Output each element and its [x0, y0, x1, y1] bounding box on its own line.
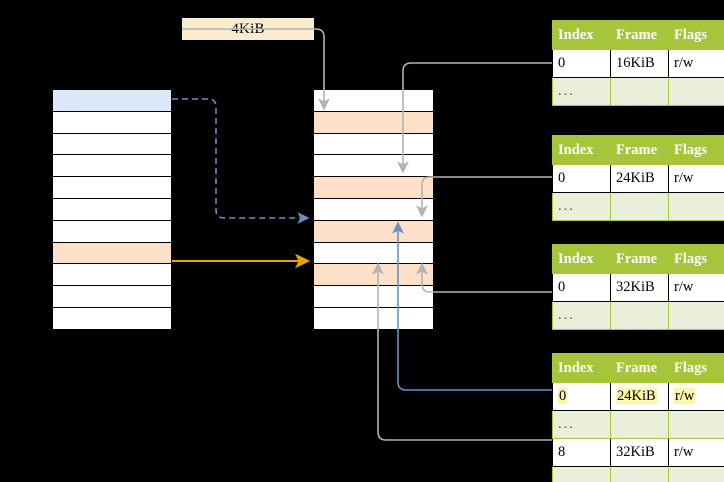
virtual-address-space-row: [52, 110, 172, 134]
virtual-address-space-row: [52, 154, 172, 178]
virtual-address-space-row: [52, 285, 172, 308]
physical-memory-row: [313, 132, 434, 156]
wire-table2-to-frame: [416, 176, 552, 218]
physical-memory-row: [313, 307, 434, 330]
virtual-address-space-row: [52, 132, 172, 156]
page-table-4-entry-row: 0 24KiB r/w: [552, 382, 724, 411]
page-table-4-cell: [610, 466, 669, 482]
page-table-4-cell: 32KiB: [610, 438, 669, 467]
physical-memory-row: [313, 219, 434, 243]
page-table-4-cell: [668, 410, 724, 439]
wire-page-to-frame-dashed: [172, 98, 310, 224]
physical-memory-row: [313, 89, 434, 112]
virtual-address-space-column: [52, 89, 172, 330]
page-table-1-cell: [668, 77, 724, 106]
page-table-1-cell: 0: [552, 49, 611, 78]
page-table-3-header-frame: Frame: [610, 244, 669, 274]
page-size-label: 4KiB: [182, 18, 314, 40]
physical-memory-row: [313, 198, 434, 221]
page-table-3-ellipsis-row: ...: [552, 301, 724, 330]
page-table-4-cell: 24KiB: [610, 382, 669, 411]
page-table-1-ellipsis-row: ...: [552, 77, 724, 106]
page-table-2-cell: ...: [552, 192, 611, 221]
highlighted-value: 24KiB: [616, 388, 657, 404]
page-table-2-cell: [610, 192, 669, 221]
page-table-1-cell: [610, 77, 669, 106]
page-table-3-cell: 32KiB: [610, 273, 669, 302]
page-table-4-header-flags: Flags: [668, 353, 724, 383]
physical-memory-row: [313, 110, 434, 134]
page-table-3-cell: ...: [552, 301, 611, 330]
physical-memory-row: [313, 285, 434, 308]
page-table-1-header-frame: Frame: [610, 20, 669, 50]
page-table-4-ellipsis-row: ...: [552, 410, 724, 439]
page-table-3-cell: r/w: [668, 273, 724, 302]
page-table-1-cell: ...: [552, 77, 611, 106]
highlighted-value: 0: [558, 388, 568, 404]
virtual-address-space-row: [52, 198, 172, 221]
page-table-2-ellipsis-row: ...: [552, 192, 724, 221]
physical-memory-row: [313, 154, 434, 178]
page-table-3-cell: 0: [552, 273, 611, 302]
page-table-4-cell: [668, 466, 724, 482]
virtual-address-space-row: [52, 241, 172, 265]
physical-memory-column: [313, 89, 434, 330]
wire-table3-to-frame: [416, 262, 552, 293]
page-table-2-cell: 0: [552, 164, 611, 193]
page-table-2-cell: r/w: [668, 164, 724, 193]
page-table-4-ellipsis-row: ...: [552, 466, 724, 482]
page-table-3-cell: [668, 301, 724, 330]
page-table-3-cell: [610, 301, 669, 330]
page-table-4-cell: ...: [552, 466, 611, 482]
wire-size-label-to-frame: [182, 28, 330, 111]
page-table-3-header-index: Index: [552, 244, 611, 274]
physical-memory-row: [313, 241, 434, 265]
virtual-address-space-row: [52, 89, 172, 112]
page-table-2-header-index: Index: [552, 135, 611, 165]
page-table-4-cell: ...: [552, 410, 611, 439]
page-table-2-cell: [668, 192, 724, 221]
virtual-address-space-row: [52, 176, 172, 199]
page-table-4-header-frame: Frame: [610, 353, 669, 383]
page-table-2-header-frame: Frame: [610, 135, 669, 165]
page-table-4-cell: [610, 410, 669, 439]
highlighted-value: r/w: [674, 388, 696, 404]
page-table-2-header-flags: Flags: [668, 135, 724, 165]
page-table-4-cell: r/w: [668, 438, 724, 467]
page-table-4-cell: 8: [552, 438, 611, 467]
page-table-2-cell: 24KiB: [610, 164, 669, 193]
physical-memory-row: [313, 176, 434, 199]
page-table-1-header-flags: Flags: [668, 20, 724, 50]
page-table-4-cell: r/w: [668, 382, 724, 411]
virtual-address-space-row: [52, 219, 172, 243]
page-size-label-text: 4KiB: [231, 20, 265, 37]
page-table-1-cell: r/w: [668, 49, 724, 78]
page-table-1-cell: 16KiB: [610, 49, 669, 78]
virtual-address-space-row: [52, 307, 172, 330]
page-table-4-cell: 0: [552, 382, 611, 411]
physical-memory-row: [313, 263, 434, 287]
page-table-3-header-flags: Flags: [668, 244, 724, 274]
page-table-1-header-index: Index: [552, 20, 611, 50]
page-table-4-header-index: Index: [552, 353, 611, 383]
virtual-address-space-row: [52, 263, 172, 287]
